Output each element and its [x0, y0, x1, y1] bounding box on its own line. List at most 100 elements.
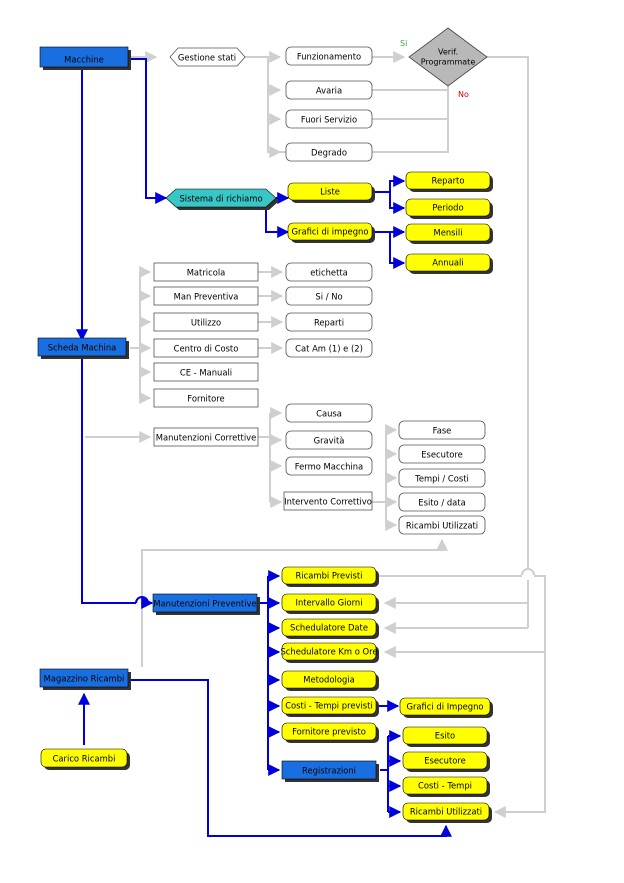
label-liste: Liste	[320, 187, 340, 197]
node-grafici-impegno-2[interactable]: Grafici di Impegno	[399, 697, 493, 718]
node-sistema-richiamo[interactable]: Sistema di richiamo	[165, 188, 279, 210]
node-scheda-machina[interactable]: Scheda Machina	[37, 337, 129, 359]
label-ricambi-utilizzati-c: Ricambi Utilizzati	[406, 521, 478, 531]
node-causa[interactable]: Causa	[285, 403, 373, 423]
node-man-preventiva[interactable]: Man Preventiva	[153, 286, 259, 306]
label-registrazioni: Registrazioni	[302, 766, 356, 776]
label-causa: Causa	[316, 409, 342, 419]
node-manutenzioni-correttive[interactable]: Manutenzioni Correttive	[153, 427, 259, 447]
node-gestione-stati[interactable]: Gestione stati	[169, 47, 246, 67]
node-esito[interactable]: Esito	[402, 726, 490, 747]
node-ce-manuali[interactable]: CE - Manuali	[153, 362, 259, 382]
node-utilizzo[interactable]: Utilizzo	[153, 312, 259, 332]
node-si-no[interactable]: Si / No	[285, 286, 373, 306]
node-esito-data[interactable]: Esito / data	[398, 492, 486, 512]
label-carico-ricambi: Carico Ricambi	[53, 754, 116, 764]
label-esito: Esito	[435, 731, 455, 741]
label-grafici-impegno: Grafici di impegno	[292, 227, 369, 237]
node-mensili[interactable]: Mensili	[405, 223, 493, 244]
label-magazzino-ricambi: Magazzino Ricambi	[44, 674, 125, 684]
label-no: No	[458, 90, 469, 99]
node-verif-programmate[interactable]: Verif. Programmate	[408, 27, 488, 87]
node-fase[interactable]: Fase	[398, 420, 486, 440]
label-gestione-stati: Gestione stati	[178, 53, 236, 63]
node-ricambi-utilizzati-p[interactable]: Ricambi Utilizzati	[402, 802, 492, 823]
label-grafici-impegno-2: Grafici di Impegno	[406, 702, 483, 712]
node-periodo[interactable]: Periodo	[405, 198, 493, 219]
node-funzionamento[interactable]: Funzionamento	[285, 46, 373, 66]
blue-connectors	[76, 58, 452, 837]
node-grafici-impegno[interactable]: Grafici di impegno	[287, 222, 375, 243]
node-manutenzioni-preventive[interactable]: Manutenzioni Preventive	[152, 593, 260, 615]
label-verif-line1: Verif.	[438, 48, 458, 57]
node-macchine[interactable]: Macchine	[39, 46, 131, 70]
node-avaria[interactable]: Avaria	[285, 80, 373, 100]
label-ce-manuali: CE - Manuali	[180, 368, 232, 378]
label-etichetta: etichetta	[310, 268, 348, 278]
label-fase: Fase	[433, 426, 452, 436]
node-costi-tempi-previsti[interactable]: Costi - Tempi previsti	[281, 696, 379, 717]
label-metodologia: Metodologia	[303, 675, 354, 685]
node-degrado[interactable]: Degrado	[285, 142, 373, 162]
node-fornitore[interactable]: Fornitore	[153, 388, 259, 408]
node-costi-tempi[interactable]: Costi - Tempi	[402, 776, 490, 797]
node-esecutore-c[interactable]: Esecutore	[398, 444, 486, 464]
node-intervento-correttivo[interactable]: Intervento Correttivo	[283, 491, 373, 511]
node-tempi-costi-c[interactable]: Tempi / Costi	[398, 468, 486, 488]
label-verif-line2: Programmate	[421, 58, 476, 67]
label-fuori-servizio: Fuori Servizio	[301, 115, 357, 125]
node-fuori-servizio[interactable]: Fuori Servizio	[285, 109, 373, 129]
label-macchine: Macchine	[64, 55, 104, 65]
label-fornitore-previsto: Fornitore previsto	[292, 727, 366, 737]
node-etichetta[interactable]: etichetta	[285, 262, 373, 282]
node-esecutore-p[interactable]: Esecutore	[402, 751, 490, 772]
node-annuali[interactable]: Annuali	[405, 253, 493, 274]
label-fermo-macchina: Fermo Macchina	[295, 462, 363, 472]
label-schedulatore-km: Schedulatore Km o Ore	[280, 647, 377, 657]
label-reparto: Reparto	[432, 176, 465, 186]
label-fornitore: Fornitore	[187, 394, 224, 404]
node-centro-costo[interactable]: Centro di Costo	[153, 338, 259, 358]
node-registrazioni[interactable]: Registrazioni	[281, 760, 379, 782]
node-reparti[interactable]: Reparti	[285, 312, 373, 332]
node-carico-ricambi[interactable]: Carico Ricambi	[40, 748, 130, 770]
label-intervallo-giorni: Intervallo Giorni	[295, 598, 362, 608]
label-annuali: Annuali	[432, 258, 463, 268]
label-funzionamento: Funzionamento	[297, 52, 361, 62]
node-intervallo-giorni[interactable]: Intervallo Giorni	[281, 593, 379, 614]
label-man-preventiva: Man Preventiva	[174, 292, 239, 302]
node-cat-am[interactable]: Cat Am (1) e (2)	[285, 338, 373, 358]
label-tempi-costi-c: Tempi / Costi	[414, 474, 469, 484]
node-matricola[interactable]: Matricola	[153, 262, 259, 282]
label-scheda-machina: Scheda Machina	[48, 343, 117, 353]
node-ricambi-previsti[interactable]: Ricambi Previsti	[281, 566, 379, 587]
label-centro-costo: Centro di Costo	[174, 344, 239, 354]
node-schedulatore-km[interactable]: Schedulatore Km o Ore	[280, 642, 379, 663]
label-utilizzo: Utilizzo	[191, 318, 221, 328]
label-mensili: Mensili	[433, 228, 462, 238]
label-esecutore-c: Esecutore	[421, 450, 463, 460]
node-liste[interactable]: Liste	[287, 182, 375, 203]
node-magazzino-ricambi[interactable]: Magazzino Ricambi	[39, 668, 131, 690]
label-esecutore-p: Esecutore	[424, 756, 466, 766]
label-ricambi-utilizzati-p: Ricambi Utilizzati	[410, 807, 482, 817]
label-costi-tempi-previsti: Costi - Tempi previsti	[285, 701, 373, 711]
node-gravita[interactable]: Gravità	[285, 430, 373, 450]
node-fornitore-previsto[interactable]: Fornitore previsto	[281, 722, 379, 743]
label-cat-am: Cat Am (1) e (2)	[295, 344, 363, 354]
node-ricambi-utilizzati-c[interactable]: Ricambi Utilizzati	[398, 515, 486, 535]
label-matricola: Matricola	[187, 268, 226, 278]
node-metodologia[interactable]: Metodologia	[281, 670, 379, 691]
node-schedulatore-date[interactable]: Schedulatore Date	[281, 618, 379, 639]
label-gravita: Gravità	[314, 436, 345, 446]
label-esito-data: Esito / data	[418, 498, 465, 508]
node-fermo-macchina[interactable]: Fermo Macchina	[285, 456, 373, 476]
label-avaria: Avaria	[316, 86, 342, 96]
label-intervento-correttivo: Intervento Correttivo	[284, 497, 372, 507]
label-manutenzioni-correttive: Manutenzioni Correttive	[156, 433, 257, 443]
label-sistema-richiamo: Sistema di richiamo	[179, 194, 262, 204]
node-reparto[interactable]: Reparto	[405, 171, 493, 192]
label-ricambi-previsti: Ricambi Previsti	[296, 571, 363, 581]
label-degrado: Degrado	[311, 148, 347, 158]
